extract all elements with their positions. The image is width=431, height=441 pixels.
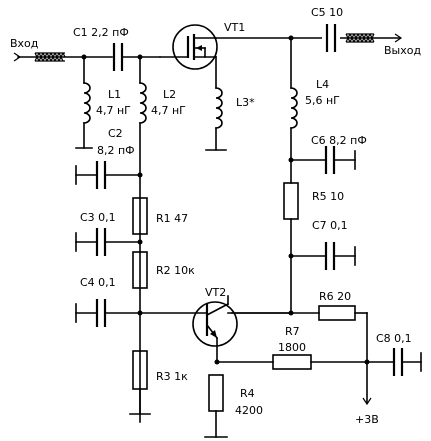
l2-value: 4,7 нГ bbox=[151, 104, 186, 117]
vt2-label: VT2 bbox=[205, 286, 226, 299]
r1-label: R1 47 bbox=[156, 212, 188, 225]
output-label: Выход bbox=[384, 44, 421, 57]
resistor-r5: R5 10 bbox=[283, 182, 344, 314]
c7-label: C7 0,1 bbox=[312, 219, 348, 232]
c6-label: C6 8,2 пФ bbox=[311, 134, 367, 147]
r5-label: R5 10 bbox=[312, 190, 344, 203]
vt1-label: VT1 bbox=[224, 21, 245, 34]
r4-value: 4200 bbox=[235, 404, 263, 417]
c8-label: C8 0,1 bbox=[376, 332, 412, 345]
capacitor-c1: C1 2,2 пФ bbox=[73, 26, 161, 71]
r4-name: R4 bbox=[240, 387, 255, 400]
output-coax-shield bbox=[345, 33, 375, 43]
resistor-r1: R1 47 bbox=[132, 197, 188, 235]
r2-label: R2 10к bbox=[156, 264, 195, 277]
capacitor-c2: C2 8,2 пФ bbox=[75, 127, 141, 189]
inductor-l1: L1 4,7 нГ bbox=[75, 56, 131, 149]
input-coax-shield bbox=[34, 52, 66, 62]
supply-terminal: +3В bbox=[355, 397, 379, 426]
supply-label: +3В bbox=[355, 413, 379, 426]
l1-name: L1 bbox=[108, 88, 121, 101]
capacitor-c7: C7 0,1 bbox=[290, 219, 356, 270]
transistor-vt1: VT1 bbox=[159, 21, 401, 89]
l4-name: L4 bbox=[316, 78, 329, 91]
c2-value: 8,2 пФ bbox=[97, 144, 135, 157]
r7-name: R7 bbox=[285, 325, 300, 338]
l1-value: 4,7 нГ bbox=[96, 104, 131, 117]
r3-label: R3 1к bbox=[156, 370, 188, 383]
transistor-vt2: VT2 bbox=[139, 286, 238, 363]
capacitor-c4: C4 0,1 bbox=[75, 276, 141, 327]
c2-name: C2 bbox=[108, 127, 123, 140]
r7-value: 1800 bbox=[278, 341, 306, 354]
resistor-r7: R7 1800 bbox=[216, 325, 368, 370]
c3-label: C3 0,1 bbox=[80, 211, 116, 224]
output-terminal: Выход bbox=[345, 33, 421, 57]
l2-name: L2 bbox=[163, 88, 176, 101]
resistor-r6: R6 20 bbox=[318, 290, 368, 403]
input-terminal: Вход bbox=[10, 37, 113, 62]
resistor-r4: R4 4200 bbox=[204, 374, 263, 438]
c1-label: C1 2,2 пФ bbox=[73, 26, 129, 39]
input-label: Вход bbox=[10, 37, 39, 50]
inductor-l3: L3* bbox=[205, 87, 255, 151]
capacitor-c8: C8 0,1 bbox=[366, 332, 422, 376]
l4-value: 5,6 нГ bbox=[305, 94, 340, 107]
resistor-r3: R3 1к bbox=[129, 350, 188, 415]
resistor-r2: R2 10к bbox=[132, 251, 195, 289]
capacitor-c6: C6 8,2 пФ bbox=[290, 134, 367, 174]
l3-label: L3* bbox=[236, 96, 255, 109]
r6-label: R6 20 bbox=[319, 290, 351, 303]
inductor-l4: L4 5,6 нГ bbox=[290, 37, 340, 184]
c5-label: C5 10 bbox=[311, 6, 343, 19]
capacitor-c3: C3 0,1 bbox=[75, 211, 141, 256]
c4-label: C4 0,1 bbox=[80, 276, 116, 289]
